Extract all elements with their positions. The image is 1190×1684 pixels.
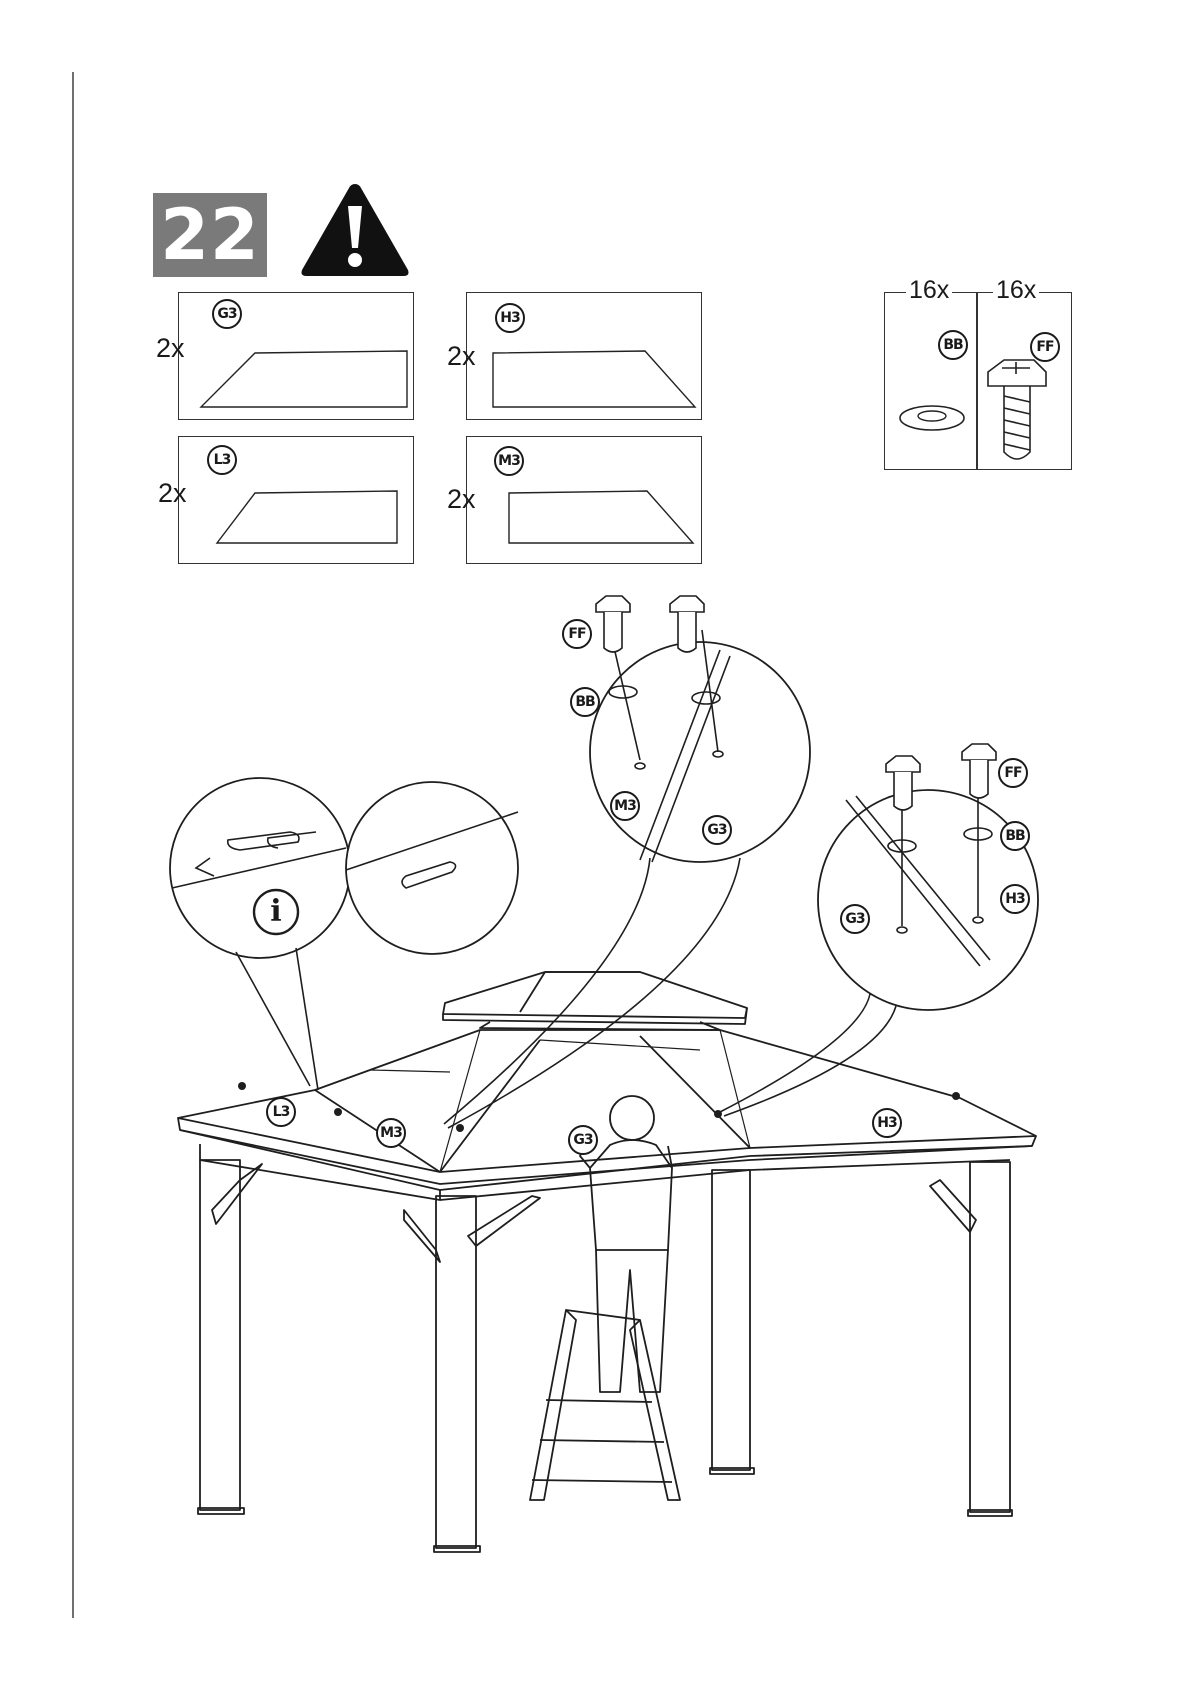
callout-tag-m3-top: M3	[610, 791, 640, 821]
callout-tag-bb-right: BB	[1000, 821, 1030, 851]
callout-tag-h3-right: H3	[1000, 884, 1030, 914]
callout-tag-ff-right: FF	[998, 758, 1028, 788]
callout-tag-bb-top: BB	[570, 687, 600, 717]
callout-tag-g3-top: G3	[702, 815, 732, 845]
callout-tag-ff-top: FF	[562, 619, 592, 649]
callout-tag-g3-right: G3	[840, 904, 870, 934]
info-icon-glyph: i	[262, 892, 290, 932]
